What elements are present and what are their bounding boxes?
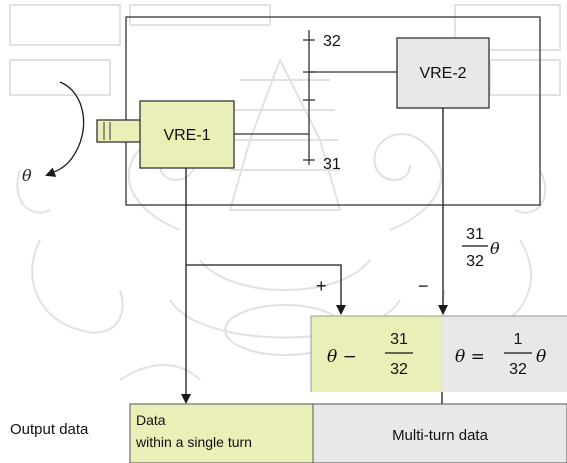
- gear-ratio-top-label: 32: [323, 33, 341, 50]
- svg-text:32: 32: [466, 253, 484, 270]
- svg-text:θ: θ: [536, 347, 546, 367]
- gear-ratio-indicator: [303, 30, 315, 165]
- plus-sign: +: [316, 276, 327, 296]
- encoder-housing: [125, 16, 541, 206]
- svg-text:1: 1: [514, 331, 523, 348]
- subtractor-right-panel: [442, 316, 567, 392]
- vre2-output-fraction: 31 32 θ: [462, 226, 500, 270]
- svg-text:32: 32: [390, 361, 408, 378]
- gear-ratio-bottom-label: 31: [323, 156, 341, 173]
- rotation-theta-label: θ: [22, 166, 32, 185]
- output-multi-turn-field: [312, 403, 567, 463]
- vre1-to-subtractor-line: [186, 264, 346, 315]
- output-data-label: Output data: [10, 421, 89, 438]
- svg-text:θ −: θ −: [327, 347, 357, 367]
- svg-text:θ: θ: [490, 239, 500, 258]
- svg-text:32: 32: [509, 361, 527, 378]
- vre1-label: VRE-1: [163, 127, 210, 144]
- vre2-label: VRE-2: [419, 65, 466, 82]
- multi-turn-label: Multi-turn data: [392, 427, 489, 444]
- rotation-arrow: [45, 81, 85, 177]
- vre2-block: [396, 37, 490, 109]
- subtractor-left-expression: θ − 31 32: [327, 331, 413, 378]
- single-turn-label-line1: Data: [136, 412, 166, 428]
- minus-sign: −: [418, 276, 429, 296]
- single-turn-label-line2: within a single turn: [135, 434, 252, 450]
- subtractor-left-panel: [311, 316, 442, 392]
- svg-text:31: 31: [390, 331, 408, 348]
- svg-text:θ =: θ =: [455, 347, 485, 367]
- svg-text:31: 31: [466, 226, 484, 243]
- vre1-block: [139, 100, 235, 169]
- subtractor-right-expression: θ = 1 32 θ: [455, 331, 546, 378]
- output-single-turn-field: [129, 403, 314, 463]
